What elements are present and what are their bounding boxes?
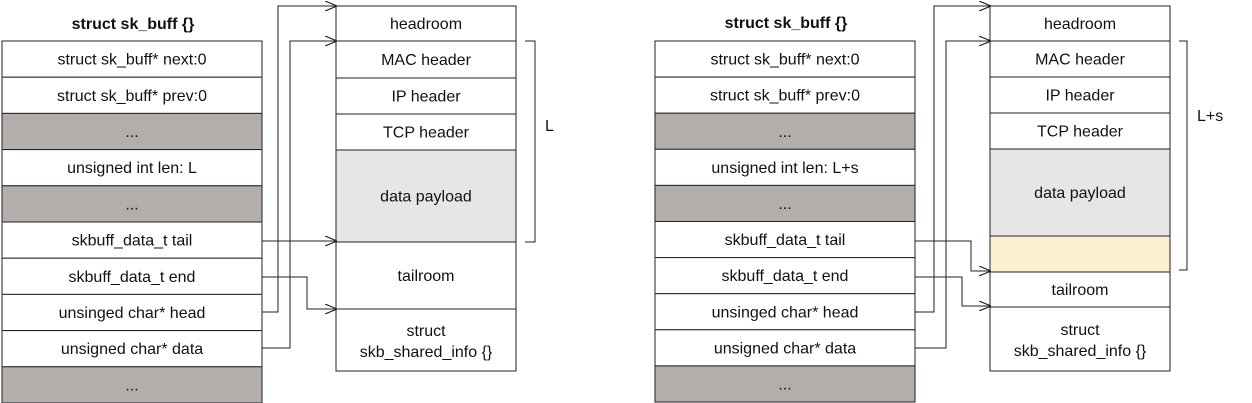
right-struct-fields: struct sk_buff* next:0 struct sk_buff* pr…	[654, 40, 916, 403]
field-box-ellipsis	[654, 112, 916, 150]
buffer-box-skb-shared-info	[335, 308, 517, 372]
field-box-struct-sk-buff-next-0	[1, 40, 263, 78]
right-length-label: L+s	[1197, 108, 1223, 125]
buffer-label-tailroom: tailroom	[1052, 282, 1109, 299]
data-pointer-arrow	[915, 41, 990, 349]
field-label-skbuff-data-t-end: skbuff_data_t end	[69, 269, 196, 286]
right-struct-title: struct sk_buff {}	[725, 15, 848, 32]
buffer-box-data-payload	[335, 149, 517, 243]
buffer-box-mac-header	[335, 40, 517, 79]
buffer-label-skb-shared-info: struct	[406, 323, 446, 340]
field-box-ellipsis	[1, 112, 263, 151]
buffer-label-headroom: headroom	[1044, 16, 1116, 33]
field-box-struct-sk-buff-prev-0	[654, 76, 916, 114]
buffer-box-tailroom	[335, 241, 517, 310]
field-label-struct-sk-buff-prev-0: struct sk_buff* prev:0	[710, 88, 860, 105]
buffer-box-data-payload	[989, 148, 1171, 237]
buffer-label-tcp-header: TCP header	[1037, 124, 1124, 141]
buffer-label-data-payload: data payload	[380, 189, 472, 206]
buffer-box-headroom	[335, 5, 517, 42]
field-box-unsinged-char-head	[654, 293, 916, 331]
right-length-bracket	[1179, 40, 1188, 271]
data-pointer-arrow	[262, 41, 336, 349]
left-struct-fields: struct sk_buff* next:0 struct sk_buff* pr…	[1, 40, 263, 403]
field-label-unsigned-int-len-l: unsigned int len: L	[67, 160, 197, 177]
tail-pointer-arrow	[915, 240, 990, 271]
buffer-label-skb-shared-info-line2: skb_shared_info {}	[360, 344, 493, 361]
head-pointer-arrow	[262, 6, 336, 313]
buffer-box-headroom	[989, 5, 1171, 42]
field-label-struct-sk-buff-next-0: struct sk_buff* next:0	[710, 52, 859, 69]
field-label-ellipsis: ...	[125, 196, 138, 213]
buffer-label-ip-header: IP header	[391, 89, 461, 106]
end-pointer-arrow	[262, 276, 336, 309]
field-label-struct-sk-buff-prev-0: struct sk_buff* prev:0	[57, 88, 207, 105]
buffer-label-mac-header: MAC header	[1035, 52, 1125, 69]
end-pointer-arrow	[915, 276, 990, 306]
buffer-label-skb-shared-info-line2: skb_shared_info {}	[1014, 343, 1147, 360]
left-length-bracket	[525, 40, 536, 243]
buffer-box-appended-space	[989, 235, 1171, 273]
head-pointer-arrow	[915, 6, 990, 313]
field-box-unsigned-char-data	[654, 329, 916, 367]
field-label-skbuff-data-t-tail: skbuff_data_t tail	[72, 233, 193, 250]
field-box-unsinged-char-head	[1, 293, 263, 332]
field-box-ellipsis	[654, 365, 916, 403]
buffer-box-ip-header	[989, 76, 1171, 114]
buffer-label-ip-header: IP header	[1045, 88, 1115, 105]
buffer-box-tailroom	[989, 271, 1171, 308]
field-label-unsinged-char-head: unsinged char* head	[59, 305, 206, 322]
buffer-box-skb-shared-info	[989, 306, 1171, 372]
field-label-unsigned-char-data: unsigned char* data	[714, 340, 856, 357]
left-length-label: L	[545, 118, 554, 135]
field-box-ellipsis	[1, 366, 263, 403]
right-pointer-arrows	[915, 6, 990, 349]
buffer-box-mac-header	[989, 40, 1171, 78]
field-label-unsigned-int-len-l-s: unsigned int len: L+s	[711, 160, 858, 177]
buffer-label-tcp-header: TCP header	[383, 125, 470, 142]
field-label-skbuff-data-t-tail: skbuff_data_t tail	[725, 232, 846, 249]
field-label-ellipsis: ...	[778, 124, 791, 141]
buffer-label-skb-shared-info: struct	[1060, 322, 1100, 339]
buffer-label-tailroom: tailroom	[398, 268, 455, 285]
left-pointer-arrows	[262, 6, 336, 349]
field-label-ellipsis: ...	[778, 376, 791, 393]
field-label-unsigned-char-data: unsigned char* data	[61, 341, 203, 358]
buffer-label-headroom: headroom	[390, 16, 462, 33]
field-label-ellipsis: ...	[778, 196, 791, 213]
field-label-ellipsis: ...	[125, 124, 138, 141]
field-label-ellipsis: ...	[125, 377, 138, 394]
field-box-skbuff-data-t-tail	[654, 221, 916, 259]
buffer-box-tcp-header	[335, 113, 517, 151]
right-panel: struct sk_buff {} struct sk_buff* next:0…	[654, 5, 1223, 403]
field-label-struct-sk-buff-next-0: struct sk_buff* next:0	[57, 52, 206, 69]
field-box-unsigned-int-len-l	[1, 149, 263, 187]
left-panel: struct sk_buff {} struct sk_buff* next:0…	[1, 5, 554, 403]
field-box-struct-sk-buff-prev-0	[1, 76, 263, 114]
buffer-label-mac-header: MAC header	[381, 52, 471, 69]
field-label-skbuff-data-t-end: skbuff_data_t end	[722, 268, 849, 285]
buffer-label-data-payload: data payload	[1034, 185, 1126, 202]
buffer-box-tcp-header	[989, 112, 1171, 150]
left-struct-title: struct sk_buff {}	[72, 16, 195, 33]
field-label-unsinged-char-head: unsinged char* head	[712, 304, 859, 321]
field-box-skbuff-data-t-tail	[1, 221, 263, 259]
